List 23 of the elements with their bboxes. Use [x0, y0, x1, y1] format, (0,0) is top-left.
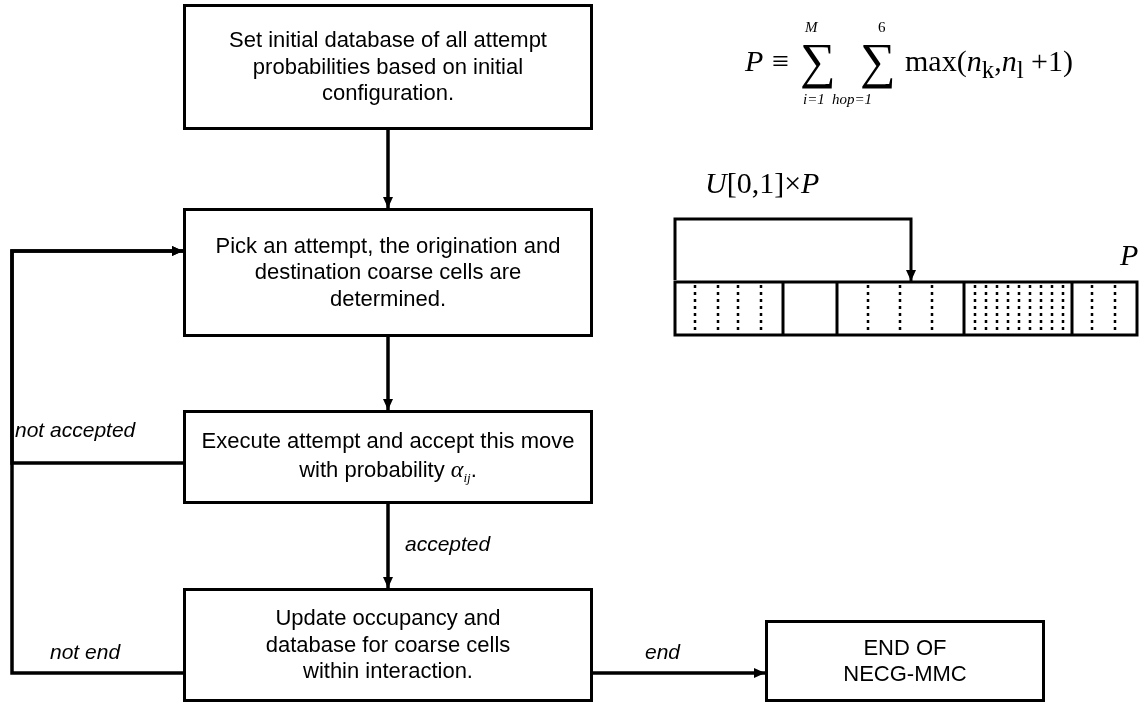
formula-text: 6 — [878, 20, 886, 35]
box-text: Execute attempt and accept this move with probability α$_{ij}$. — [200, 428, 576, 486]
formula-text: max(n$_{k}$,n$_{l}$ +1) — [905, 46, 1073, 82]
arrow — [383, 337, 393, 410]
formula-text: hop=1 — [832, 92, 873, 107]
process-box — [183, 410, 593, 504]
box-text: Update occupancy and database for coarse cells within interaction. — [264, 605, 512, 685]
formula-text: P ≡ — [745, 46, 791, 76]
formula-text: U[0,1]×P — [705, 168, 820, 198]
box-text: Set initial database of all attempt probabilities based on initial configuration. — [228, 27, 548, 107]
process-box — [183, 208, 593, 337]
arrow — [593, 668, 765, 678]
process-box — [183, 588, 593, 702]
process-box — [183, 4, 593, 130]
formula-text: i=1 — [803, 92, 825, 107]
arrow — [383, 130, 393, 208]
terminal-box — [765, 620, 1045, 702]
arrow — [383, 504, 393, 588]
box-text: END OF NECG-MMC — [842, 634, 968, 688]
variable-label: P — [1120, 240, 1139, 270]
arrow — [10, 246, 183, 675]
box-text: Pick an attempt, the origination and destination coarse cells are determined. — [214, 232, 562, 313]
formula-text: M — [805, 20, 818, 35]
